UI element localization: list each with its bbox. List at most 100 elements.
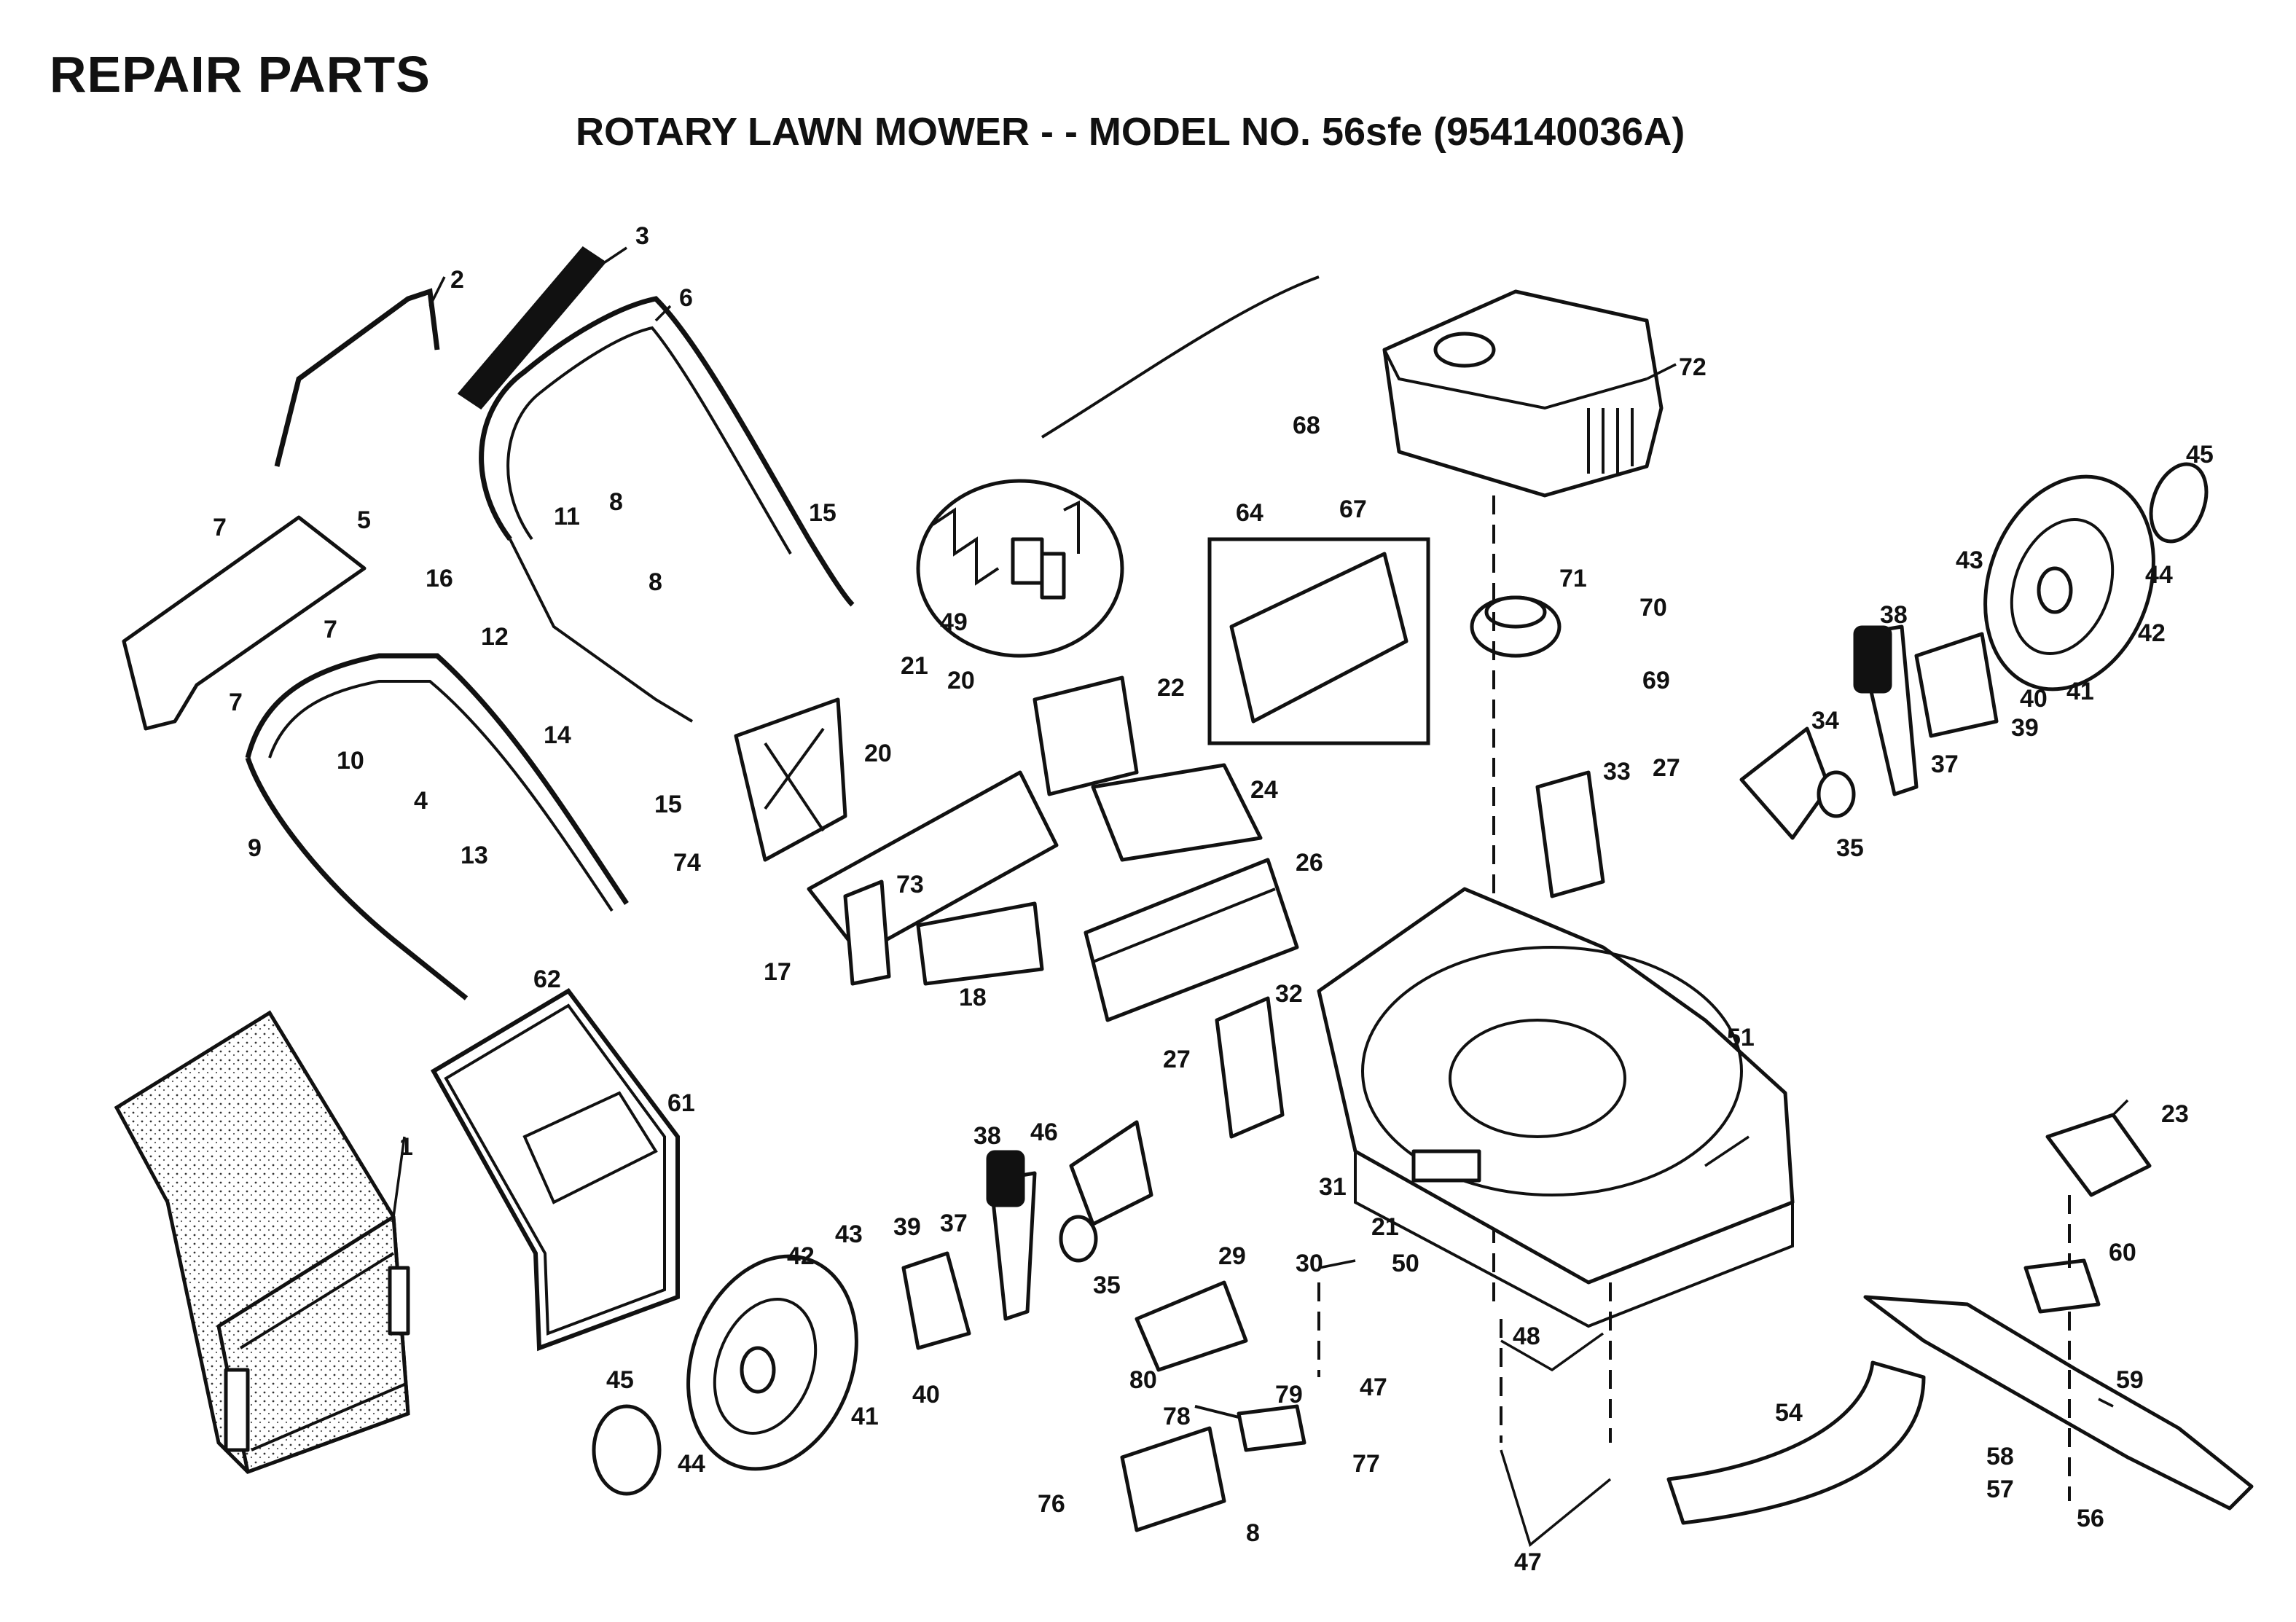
callout-60: 60 <box>2109 1239 2136 1266</box>
model-title: ROTARY LAWN MOWER - - MODEL NO. 56sfe (9… <box>576 110 1685 154</box>
callout-49: 49 <box>940 608 968 636</box>
callout-5: 5 <box>357 506 371 534</box>
callout-21b: 21 <box>1371 1213 1399 1241</box>
height-adjuster-front <box>1215 996 1285 1139</box>
callout-59: 59 <box>2116 1366 2144 1394</box>
callout-48: 48 <box>1513 1323 1540 1350</box>
throttle-cable <box>1041 275 1320 439</box>
callout-12: 12 <box>481 623 509 651</box>
grass-catcher-bag <box>114 1010 410 1474</box>
blade-baffle <box>1666 1360 1926 1525</box>
callout-9: 9 <box>248 834 262 862</box>
chute-door <box>1091 763 1263 862</box>
callout-57: 57 <box>1986 1476 2014 1503</box>
lower-handle <box>245 653 629 1000</box>
callout-31: 31 <box>1319 1173 1347 1201</box>
callout-20a: 20 <box>947 667 975 694</box>
mower-deck <box>1317 887 1795 1328</box>
front-cover <box>1120 1426 1226 1532</box>
callout-78: 78 <box>1163 1403 1191 1430</box>
callout-11: 11 <box>554 503 580 530</box>
callout-7c: 7 <box>229 689 243 716</box>
callout-17: 17 <box>764 958 791 986</box>
callout-35b: 35 <box>1093 1272 1121 1299</box>
callout-41a: 41 <box>2066 678 2094 705</box>
callout-37a: 37 <box>1931 751 1959 778</box>
callout-38a: 38 <box>1880 601 1908 629</box>
callout-27a: 27 <box>1653 754 1680 782</box>
callout-39b: 39 <box>893 1213 921 1241</box>
lever-knob-right <box>1853 625 1892 694</box>
callout-43b: 43 <box>835 1221 863 1248</box>
callout-41b: 41 <box>851 1403 879 1430</box>
callout-61: 61 <box>667 1089 695 1117</box>
hinge-bracket <box>843 879 891 986</box>
callout-labels: 1 2 3 4 5 6 7 7 7 8 8 8 9 10 11 12 13 14… <box>213 222 2214 1576</box>
callout-44a: 44 <box>2145 561 2173 589</box>
callout-6: 6 <box>679 284 693 312</box>
callout-24: 24 <box>1250 776 1278 804</box>
callout-15a: 15 <box>809 499 836 527</box>
callout-80: 80 <box>1129 1366 1157 1394</box>
upper-handle <box>479 296 855 723</box>
callout-77: 77 <box>1352 1450 1380 1478</box>
callout-37b: 37 <box>940 1210 968 1237</box>
discharge-chute <box>1084 858 1299 1022</box>
rear-wheel-right <box>1983 474 2155 691</box>
latch <box>1237 1404 1306 1452</box>
callout-15b: 15 <box>654 791 682 818</box>
handle-cover <box>122 515 367 731</box>
callout-39a: 39 <box>2011 714 2039 742</box>
callout-20b: 20 <box>864 740 892 767</box>
callout-3: 3 <box>635 222 649 250</box>
hubcap-left <box>592 1404 662 1496</box>
lever-knob-left <box>986 1150 1025 1207</box>
callout-38b: 38 <box>973 1122 1001 1150</box>
blade-adapter <box>2023 1258 2101 1314</box>
callout-8a: 8 <box>609 488 623 516</box>
callout-23: 23 <box>2161 1100 2189 1128</box>
hubcap-right <box>2149 462 2209 544</box>
callout-51: 51 <box>1727 1024 1755 1051</box>
mower-blade <box>1863 1295 2254 1511</box>
callout-27b: 27 <box>1163 1046 1191 1073</box>
callout-71: 71 <box>1559 565 1587 592</box>
blade-holder <box>2045 1113 2152 1197</box>
callout-69: 69 <box>1642 667 1670 694</box>
callout-16: 16 <box>426 565 453 592</box>
callout-67: 67 <box>1339 495 1367 523</box>
callout-70: 70 <box>1639 594 1667 622</box>
callout-45b: 45 <box>606 1366 634 1394</box>
callout-32: 32 <box>1275 980 1303 1008</box>
callout-26: 26 <box>1296 849 1323 877</box>
callout-13: 13 <box>461 842 488 869</box>
callout-40b: 40 <box>912 1381 940 1409</box>
callout-54: 54 <box>1775 1399 1803 1427</box>
callout-42b: 42 <box>787 1242 815 1270</box>
mulch-plug-inset <box>1207 537 1430 745</box>
leader-lines <box>392 246 2129 1408</box>
callout-14: 14 <box>544 721 571 749</box>
callout-8c: 8 <box>1246 1519 1260 1547</box>
callout-2: 2 <box>450 266 464 294</box>
engine <box>1382 289 1664 498</box>
door-bracket <box>916 901 1044 986</box>
callout-64: 64 <box>1236 499 1263 527</box>
callout-40a: 40 <box>2020 685 2048 713</box>
wheel-bracket-left <box>901 1251 971 1350</box>
callout-79: 79 <box>1275 1381 1303 1409</box>
callout-21a: 21 <box>901 652 928 680</box>
control-bail <box>274 288 440 467</box>
callout-33: 33 <box>1603 758 1631 785</box>
callout-35a: 35 <box>1836 834 1864 862</box>
callout-56: 56 <box>2077 1505 2104 1532</box>
callout-10: 10 <box>337 747 364 775</box>
front-wheel-left <box>686 1254 858 1471</box>
callout-43a: 43 <box>1956 546 1983 574</box>
callout-47a: 47 <box>1360 1374 1387 1401</box>
page-title: REPAIR PARTS <box>50 46 431 103</box>
callout-68: 68 <box>1293 412 1320 439</box>
callout-47b: 47 <box>1514 1548 1542 1576</box>
callout-42a: 42 <box>2138 619 2166 647</box>
callout-7a: 7 <box>213 514 227 541</box>
